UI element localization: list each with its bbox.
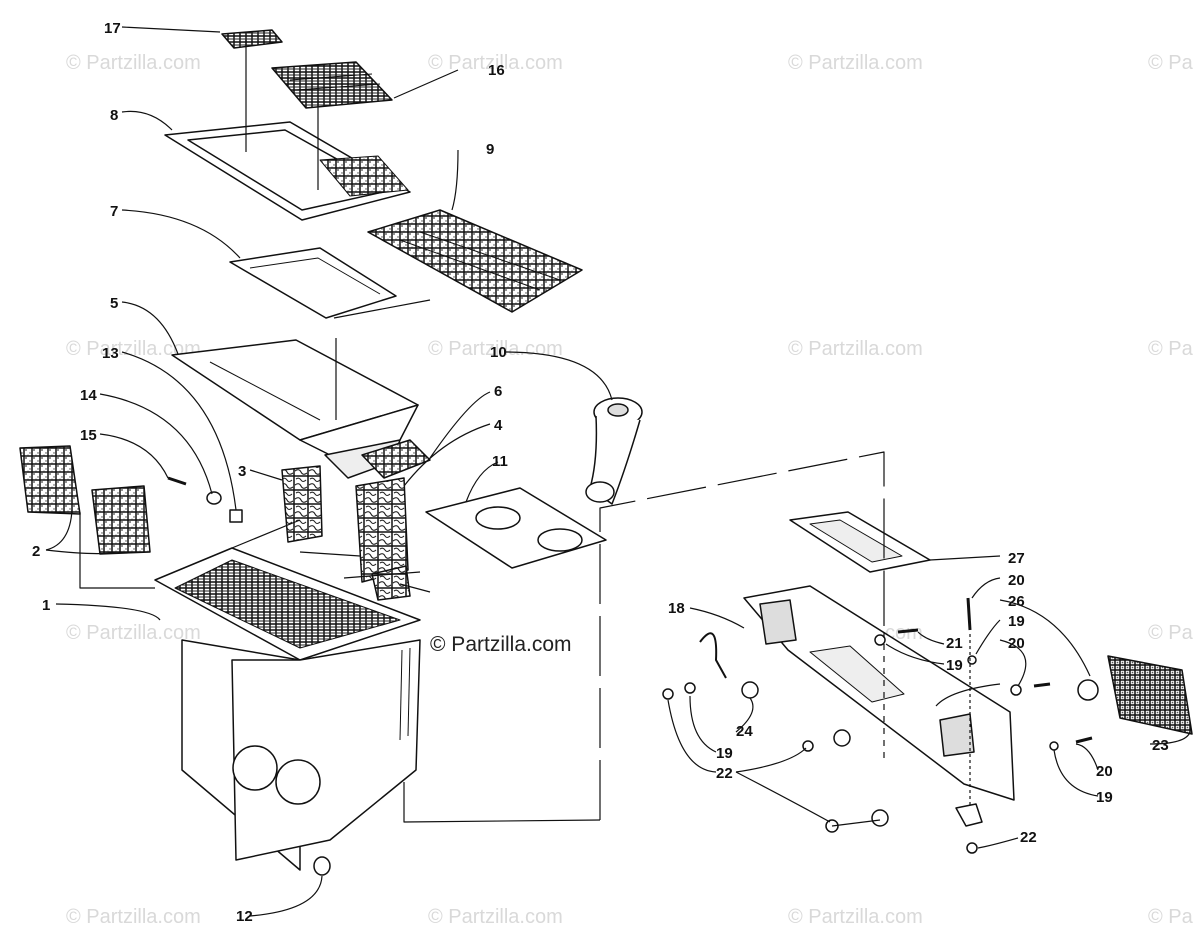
callout-19d: 19 xyxy=(716,745,733,762)
watermark: © Pa xyxy=(1148,338,1193,360)
part-16-vent-cover xyxy=(271,61,393,109)
callout-1: 1 xyxy=(42,597,50,614)
callout-4: 4 xyxy=(494,417,503,434)
part-27-gasket xyxy=(789,511,931,573)
watermark: © Partzilla.com xyxy=(428,906,563,928)
callout-18: 18 xyxy=(668,600,685,617)
part-4-foam xyxy=(355,477,411,601)
part-13-14-15-hardware xyxy=(167,476,243,523)
watermark: © Pa xyxy=(1148,622,1193,644)
callout-19c: 19 xyxy=(1096,789,1113,806)
callout-10: 10 xyxy=(490,344,507,361)
watermark: © Partzilla.com xyxy=(66,52,201,74)
watermark: © Partzilla.com xyxy=(66,622,201,644)
callout-13: 13 xyxy=(102,345,119,362)
callout-27: 27 xyxy=(1008,550,1025,567)
watermark: © Partzilla.com xyxy=(66,906,201,928)
part-23-filter xyxy=(1107,655,1193,735)
watermark: © Partzilla.com xyxy=(428,52,563,74)
part-6-pad xyxy=(361,439,431,479)
callout-19b: 19 xyxy=(946,657,963,674)
watermark: © Partzilla.com xyxy=(428,338,563,360)
callout-16: 16 xyxy=(488,62,505,79)
watermark: © Partzilla.com xyxy=(66,338,201,360)
callout-22b: 22 xyxy=(1020,829,1037,846)
callout-20: 20 xyxy=(1008,572,1025,589)
callout-19: 19 xyxy=(1008,613,1025,630)
part-7-tray xyxy=(229,247,397,319)
callout-17: 17 xyxy=(104,20,121,37)
callout-9: 9 xyxy=(486,141,494,158)
callout-21: 21 xyxy=(946,635,963,652)
part-1-main-box xyxy=(154,547,421,871)
right-hardware xyxy=(662,597,1099,854)
callout-labels: 17 16 8 9 7 5 10 13 6 14 4 11 15 3 2 1 1… xyxy=(32,20,1169,925)
leader-lines xyxy=(45,26,1191,917)
watermark: © Pa xyxy=(1148,52,1193,74)
part-17-plate xyxy=(221,29,283,49)
part-3-foam xyxy=(281,465,323,543)
watermark: © Pa xyxy=(1148,906,1193,928)
callout-6: 6 xyxy=(494,383,502,400)
part-2-filters xyxy=(19,445,151,555)
callout-20c: 20 xyxy=(1096,763,1113,780)
callout-24: 24 xyxy=(736,723,753,740)
callout-8: 8 xyxy=(110,107,118,124)
callout-20b: 20 xyxy=(1008,635,1025,652)
part-11-plate xyxy=(425,487,607,569)
callout-15: 15 xyxy=(80,427,97,444)
watermark: © Partzilla.com xyxy=(788,338,923,360)
part-8-frame xyxy=(164,121,411,221)
callout-12: 12 xyxy=(236,908,253,925)
part-18-silencer xyxy=(743,585,1015,801)
callout-11: 11 xyxy=(492,453,508,470)
watermark: © Partzilla.com xyxy=(788,906,923,928)
callout-2: 2 xyxy=(32,543,40,560)
part-10-elbow xyxy=(585,397,643,505)
part-12-grommet xyxy=(313,856,331,876)
callout-7: 7 xyxy=(110,203,118,220)
callout-5: 5 xyxy=(110,295,118,312)
watermark: © Partzilla.com xyxy=(788,52,923,74)
callout-14: 14 xyxy=(80,387,97,404)
callout-22: 22 xyxy=(716,765,733,782)
part-9-foam-pad xyxy=(367,209,583,313)
center-watermark: © Partzilla.com xyxy=(430,633,572,656)
callout-23: 23 xyxy=(1152,737,1169,754)
callout-26: 26 xyxy=(1008,593,1025,610)
callout-3: 3 xyxy=(238,463,246,480)
